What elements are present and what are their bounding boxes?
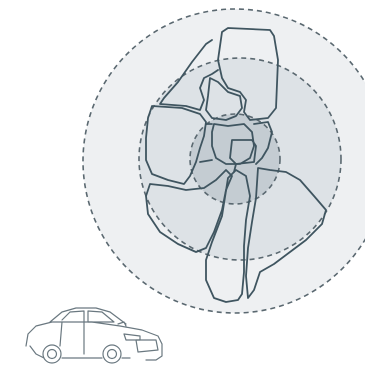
district-south-east — [245, 167, 327, 299]
car-icon — [25, 307, 163, 364]
district-west — [145, 105, 207, 185]
zone-circle-inner — [189, 113, 281, 205]
car-window — [61, 310, 85, 323]
district-center-north — [205, 77, 243, 121]
car-wheel-front — [102, 344, 122, 364]
car-door-line — [59, 321, 63, 347]
car-sill — [29, 345, 131, 359]
district-boundary-line — [233, 163, 237, 173]
car-window — [87, 310, 115, 323]
zone-circles — [82, 8, 365, 314]
car-headlight — [123, 333, 141, 341]
car-wheel-front-hub — [106, 348, 118, 360]
district-south-west — [145, 169, 233, 253]
car-grille — [135, 339, 159, 353]
car-mirror — [117, 321, 127, 327]
car-body — [25, 321, 163, 361]
district-outlines — [145, 27, 327, 303]
district-center — [211, 123, 255, 165]
district-south-central — [205, 169, 251, 303]
district-north-east — [217, 27, 279, 121]
district-north-west — [159, 39, 219, 111]
car-wheel-rear-hub — [46, 348, 58, 360]
car-wheel-rear — [42, 344, 62, 364]
district-core — [229, 139, 257, 165]
district-center-east — [253, 121, 273, 165]
car-roof — [49, 307, 127, 325]
district-boundary-line — [199, 159, 213, 163]
